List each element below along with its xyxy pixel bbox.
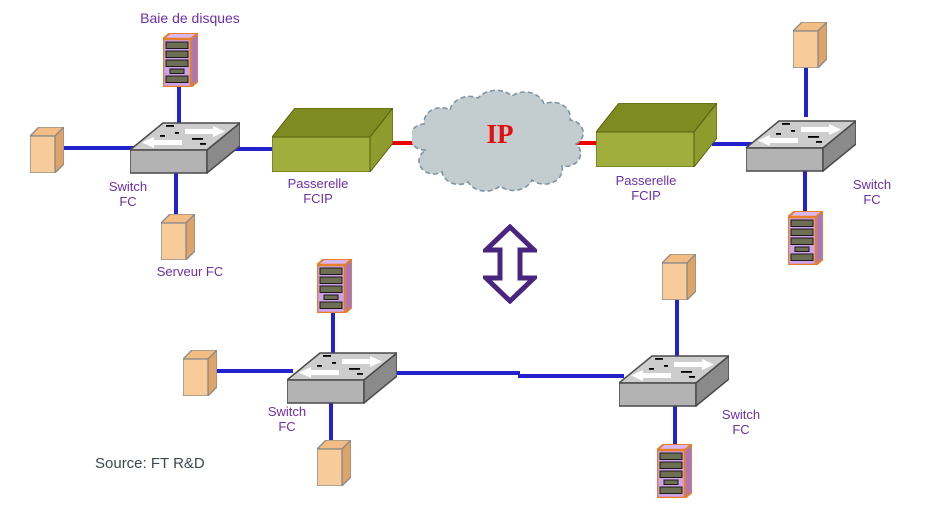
server-icon (317, 440, 351, 486)
server-icon (30, 127, 64, 173)
fc-link-server1-switch1 (58, 146, 136, 150)
fc-link-diskarray3-switch3 (331, 310, 335, 358)
fc-link-switch3-server3b (329, 400, 333, 444)
fc-link-switch2-diskarray2 (803, 169, 807, 214)
switch-label-line1: Switch (721, 407, 761, 422)
fc-link-switch3-switch4-b (518, 374, 624, 378)
disk-array-label: Baie de disques (140, 10, 240, 26)
server-icon (793, 22, 827, 68)
fc-link-switch4-diskarray4 (673, 403, 677, 447)
gateway-label-line2: FCIP (303, 191, 333, 206)
server-icon (662, 254, 696, 300)
passerelle-fcip-label: Passerelle FCIP (258, 176, 378, 206)
server-icon (183, 350, 217, 396)
fc-switch-icon (130, 116, 240, 174)
fc-link-server2-switch2 (804, 65, 808, 117)
switch-label-line1: Switch (267, 404, 307, 419)
fc-link-gateway2-switch2 (712, 142, 752, 146)
gateway-label-line1: Passerelle (615, 173, 677, 188)
serveur-fc-label: Serveur FC (156, 264, 224, 279)
switch-fc-label: Switch FC (88, 179, 168, 209)
disk-array-icon (317, 259, 352, 313)
fc-link-switch1-gateway1 (232, 147, 276, 151)
switch-fc-label: Switch FC (832, 177, 912, 207)
switch-label-line1: Switch (108, 179, 148, 194)
source-note: Source: FT R&D (95, 455, 205, 472)
up-down-double-arrow-icon (483, 224, 537, 304)
fcip-gateway-icon (596, 103, 717, 167)
ip-link-cloud-gateway2 (573, 141, 603, 145)
fc-link-switch3-switch4-a (390, 371, 520, 375)
fc-link-diskarray1-switch1 (177, 85, 181, 131)
fc-switch-icon (287, 346, 397, 404)
switch-label-line2: FC (863, 192, 881, 207)
switch-fc-label: Switch FC (247, 404, 327, 434)
fc-switch-icon (746, 114, 856, 172)
switch-label-line2: FC (119, 194, 137, 209)
passerelle-fcip-label: Passerelle FCIP (586, 173, 706, 203)
fc-link-server3-switch3 (213, 369, 293, 373)
server-icon (161, 214, 195, 260)
switch-label-line1: Switch (852, 177, 892, 192)
gateway-label-line1: Passerelle (287, 176, 349, 191)
switch-label-line2: FC (732, 422, 750, 437)
switch-label-line2: FC (278, 419, 296, 434)
switch-fc-label: Switch FC (701, 407, 781, 437)
disk-array-icon (657, 444, 692, 498)
disk-array-icon (788, 211, 823, 265)
fc-link-server4-switch4 (675, 297, 679, 357)
disk-array-icon (163, 33, 198, 87)
fcip-gateway-icon (272, 108, 393, 172)
gateway-label-line2: FCIP (631, 188, 661, 203)
fc-link-switch1-serveur (174, 170, 178, 217)
fc-switch-icon (619, 349, 729, 407)
ip-cloud-label: IP (486, 119, 514, 149)
